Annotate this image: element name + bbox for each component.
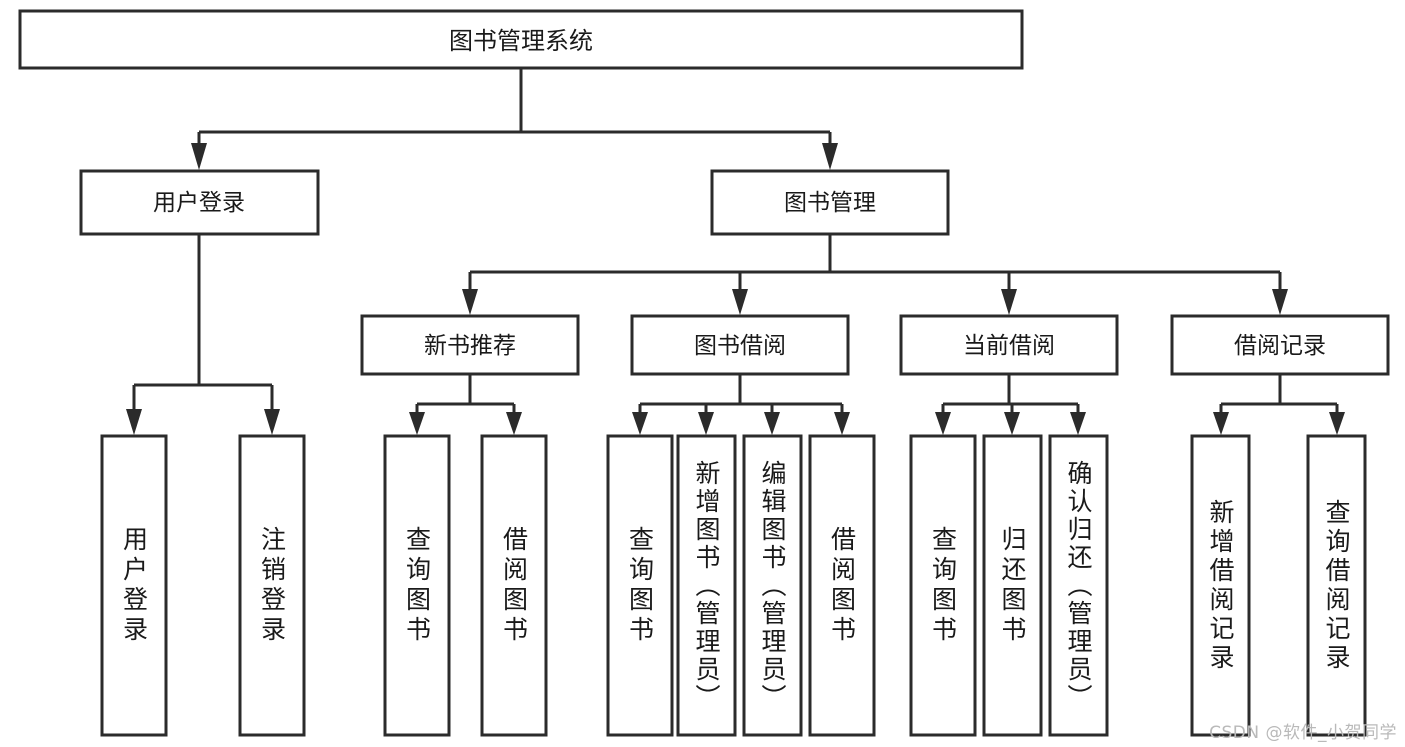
node-new-book-recommend[interactable]: 新书推荐	[360, 314, 580, 376]
arrowhead-to-book-management	[822, 143, 838, 170]
node-root[interactable]: 图书管理系统	[18, 9, 1024, 70]
leaf-add-book-admin-box[interactable]	[676, 434, 737, 737]
node-borrow-record-box[interactable]	[1170, 314, 1390, 376]
leaf-query-book-current-box[interactable]	[909, 434, 977, 737]
connector-group-current-borrow	[935, 374, 1086, 435]
arrowhead-leaf-query-borrow-record	[1329, 412, 1345, 435]
node-root-label: 图书管理系统	[449, 27, 593, 55]
arrowhead-to-user-login	[191, 143, 207, 170]
node-current-borrow[interactable]: 当前借阅	[899, 314, 1119, 376]
node-user-login-label: 用户登录	[153, 190, 245, 216]
node-borrow-record-label: 借阅记录	[1234, 333, 1326, 359]
leaf-confirm-return-admin-box[interactable]	[1048, 434, 1109, 737]
arrowhead-leaf-add-borrow-record	[1213, 412, 1229, 435]
connector-group-root	[191, 68, 838, 170]
arrowhead-leaf-query-book-current	[935, 412, 951, 435]
arrowhead-leaf-edit-book-admin	[764, 412, 780, 435]
node-book-management-box[interactable]	[710, 169, 950, 236]
leaf-return-book-box[interactable]	[982, 434, 1043, 737]
node-current-borrow-label: 当前借阅	[963, 333, 1055, 359]
leaf-user-login-box[interactable]	[100, 434, 168, 737]
leaf-query-borrow-record-box[interactable]	[1306, 434, 1367, 737]
connector-group-new-book-recommend	[409, 374, 522, 435]
leaf-boxes-group	[100, 434, 1367, 737]
arrowhead-leaf-query-book-recommend	[409, 412, 425, 435]
node-book-management-label: 图书管理	[784, 190, 876, 216]
arrowhead-leaf-add-book-admin	[698, 412, 714, 435]
connector-group-borrow-record	[1213, 374, 1345, 435]
leaf-add-borrow-record-box[interactable]	[1190, 434, 1251, 737]
watermark: CSDN @软件_小贺同学	[1209, 723, 1397, 743]
node-root-box[interactable]	[18, 9, 1024, 70]
connector-group-book-management	[462, 234, 1288, 315]
leaf-edit-book-admin-box[interactable]	[742, 434, 803, 737]
leaf-query-book-borrow-box[interactable]	[606, 434, 674, 737]
arrowhead-leaf-user-login	[126, 409, 142, 435]
arrowhead-leaf-borrow-book	[834, 412, 850, 435]
arrowhead-leaf-query-book-borrow	[632, 412, 648, 435]
node-user-login[interactable]: 用户登录	[79, 169, 320, 236]
connector-group-user-login	[126, 234, 280, 435]
leaf-query-book-recommend-box[interactable]	[383, 434, 451, 737]
connector-group-book-borrow	[632, 374, 850, 435]
node-current-borrow-box[interactable]	[899, 314, 1119, 376]
node-new-book-recommend-box[interactable]	[360, 314, 580, 376]
arrowhead-leaf-borrow-book-recommend	[506, 412, 522, 435]
arrowhead-current-borrow	[1001, 289, 1017, 315]
node-book-management[interactable]: 图书管理	[710, 169, 950, 236]
arrowhead-leaf-return-book	[1004, 412, 1020, 435]
arrowhead-new-book-recommend	[462, 289, 478, 315]
node-book-borrow-box[interactable]	[630, 314, 850, 376]
arrowhead-leaf-logout	[264, 409, 280, 435]
node-book-borrow-label: 图书借阅	[694, 333, 786, 359]
arrowhead-borrow-record	[1272, 289, 1288, 315]
node-borrow-record[interactable]: 借阅记录	[1170, 314, 1390, 376]
arrowhead-leaf-confirm-return-admin	[1070, 412, 1086, 435]
leaf-borrow-book-recommend-box[interactable]	[480, 434, 548, 737]
node-book-borrow[interactable]: 图书借阅	[630, 314, 850, 376]
node-user-login-box[interactable]	[79, 169, 320, 236]
leaf-borrow-book-box[interactable]	[808, 434, 876, 737]
node-new-book-recommend-label: 新书推荐	[424, 333, 516, 359]
arrowhead-book-borrow	[732, 289, 748, 315]
leaf-logout-box[interactable]	[238, 434, 306, 737]
